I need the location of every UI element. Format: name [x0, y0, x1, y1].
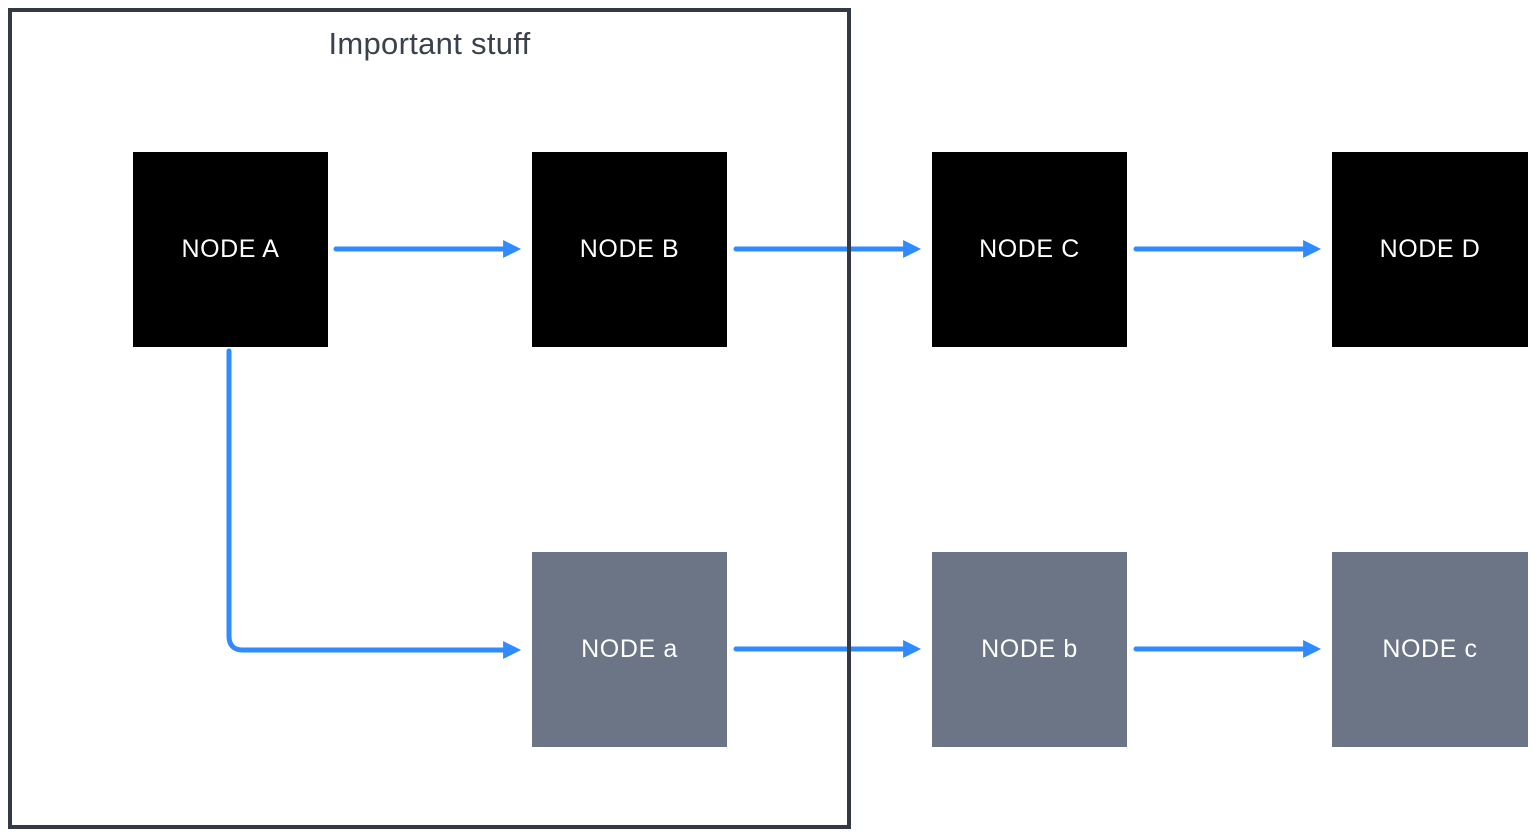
- node-label: NODE a: [581, 635, 678, 663]
- edge-node-a-to-node-a-lower: [226, 348, 522, 659]
- node-label: NODE c: [1382, 635, 1478, 663]
- node-label: NODE b: [981, 635, 1078, 663]
- node-a-lower[interactable]: NODE a: [532, 552, 727, 747]
- node-c-lower[interactable]: NODE c: [1332, 552, 1528, 747]
- node-a-upper[interactable]: NODE A: [133, 152, 328, 347]
- node-label: NODE A: [181, 235, 280, 263]
- node-b-upper[interactable]: NODE B: [532, 152, 727, 347]
- node-label: NODE C: [979, 235, 1080, 263]
- node-label: NODE B: [579, 235, 680, 263]
- node-d-upper[interactable]: NODE D: [1332, 152, 1528, 347]
- node-label: NODE D: [1379, 235, 1481, 263]
- group-title: Important stuff: [328, 26, 531, 61]
- node-c-upper[interactable]: NODE C: [932, 152, 1127, 347]
- node-b-lower[interactable]: NODE b: [932, 552, 1127, 747]
